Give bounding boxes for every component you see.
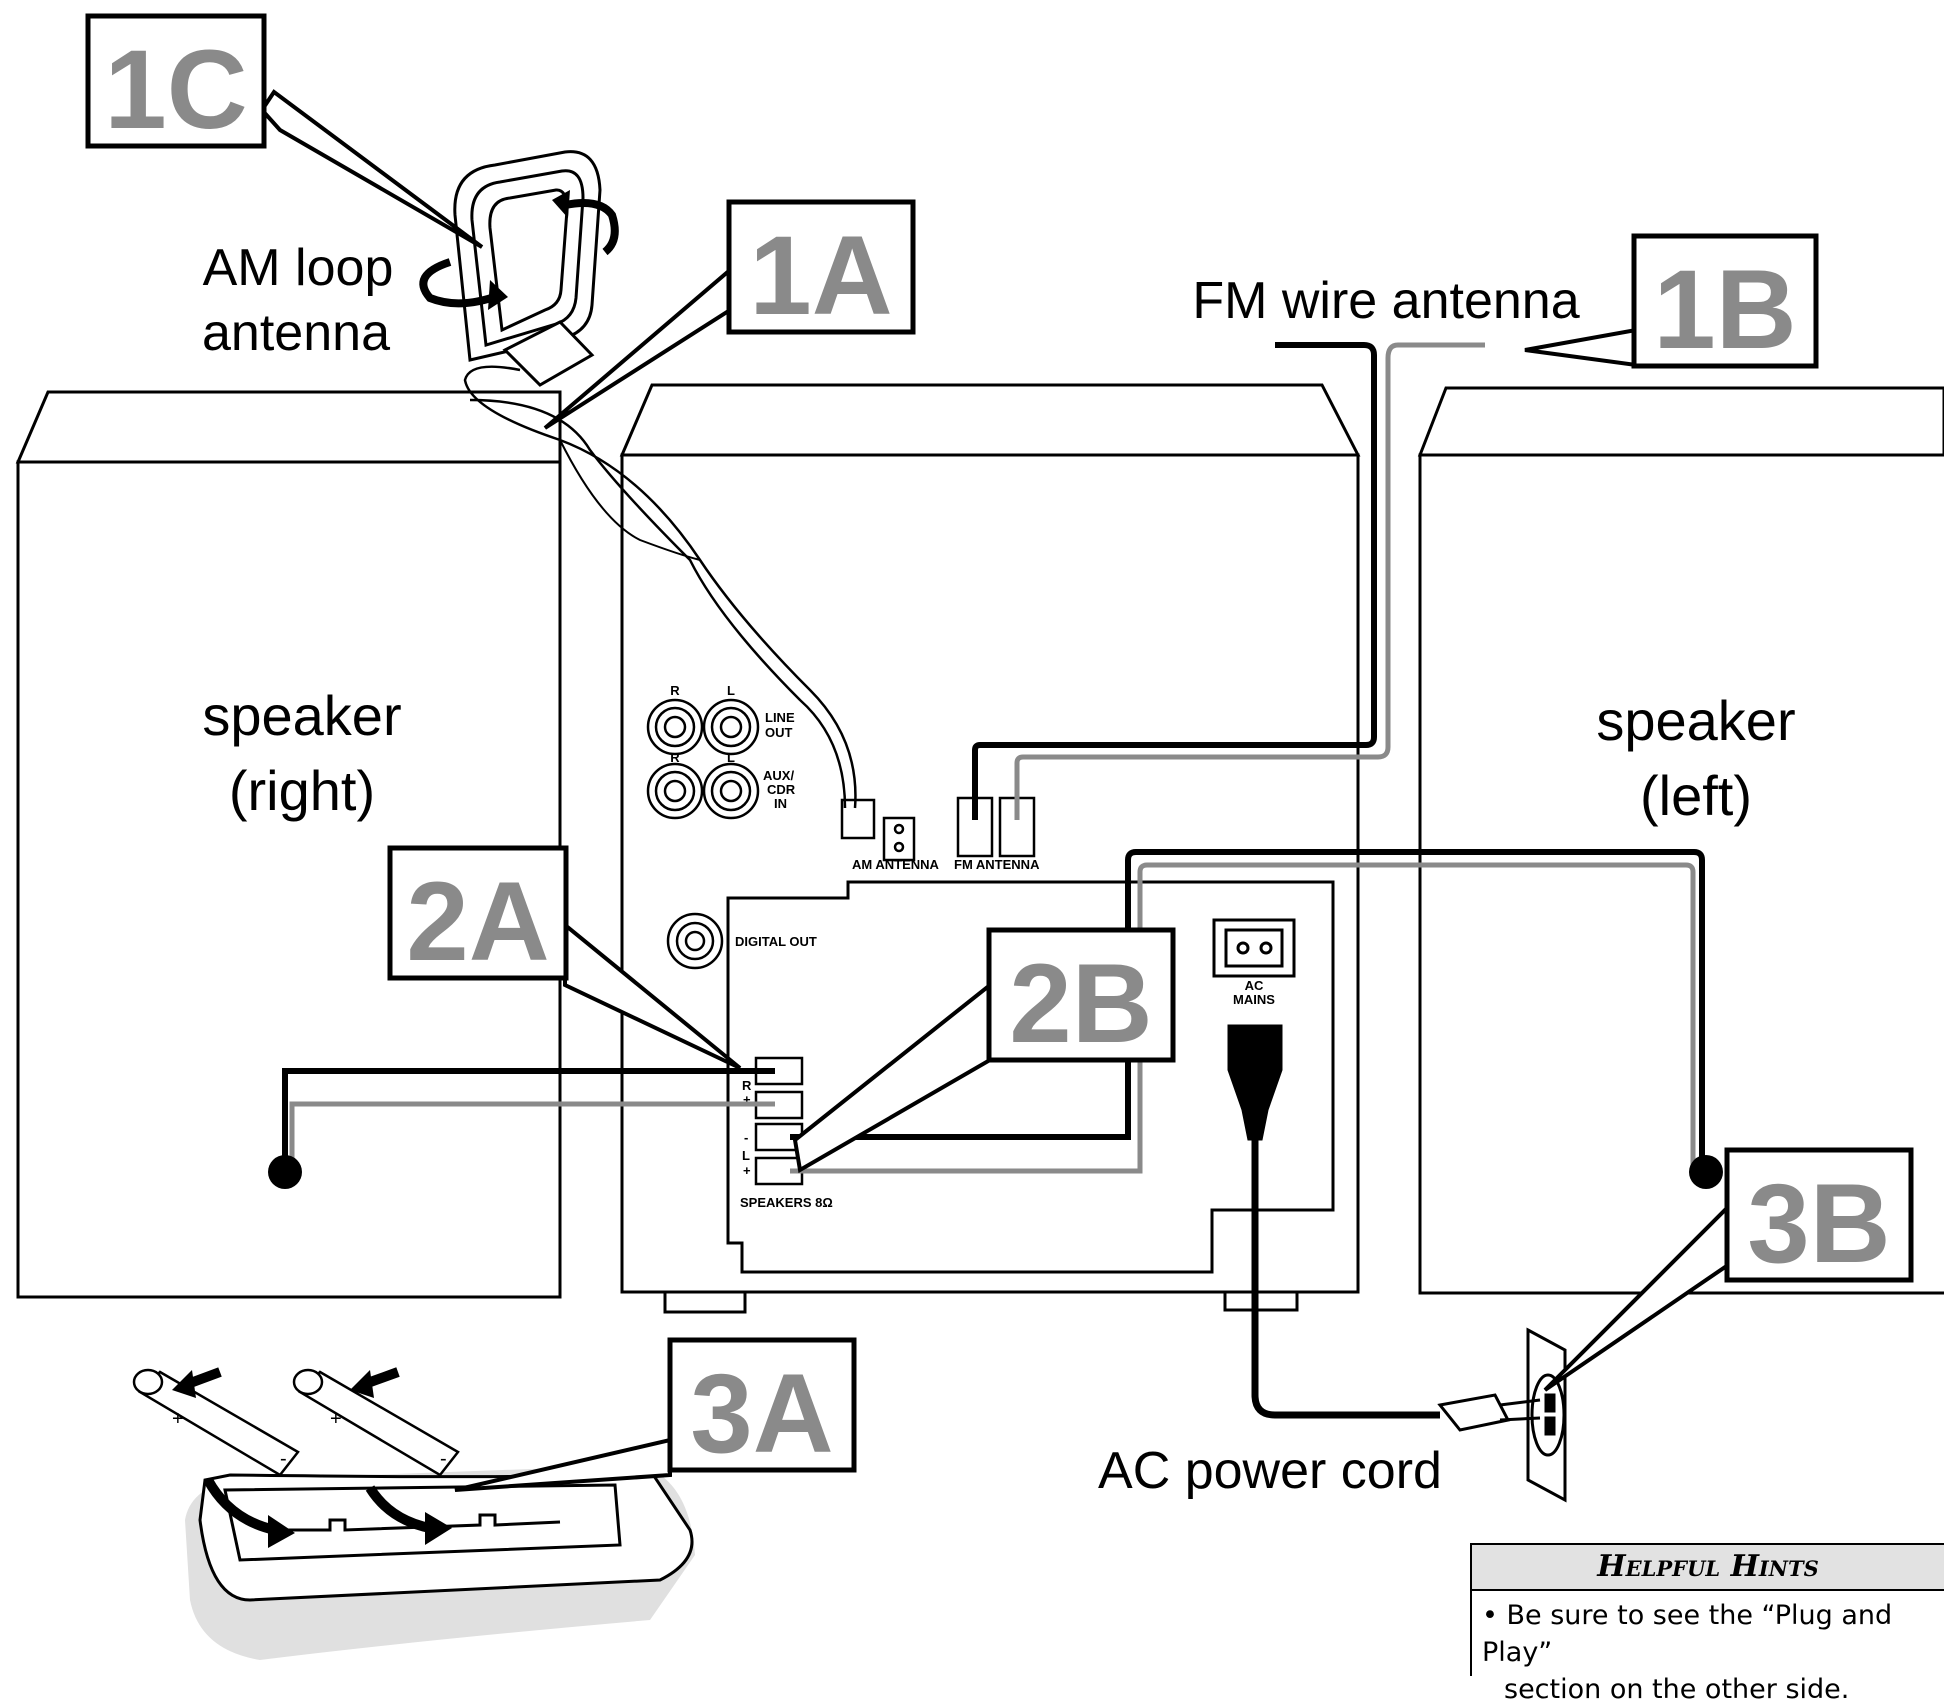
svg-text:+: + — [330, 1408, 342, 1430]
aux-label-2: CDR — [767, 782, 796, 797]
step-3b-box — [1724, 1147, 1914, 1283]
insert-arrow-1-icon — [203, 1477, 277, 1535]
am-antenna-terminal — [840, 798, 916, 862]
insert-arrow-2-icon — [365, 1485, 432, 1533]
digital-out-jack — [666, 912, 724, 970]
speaker-right-label-line1: speaker — [202, 684, 401, 747]
jack-label-l-mid: L — [727, 750, 735, 765]
am-loop-antenna — [453, 150, 602, 387]
battery-1: + - — [132, 1368, 300, 1477]
line-out-label-2: OUT — [765, 725, 793, 740]
right-speaker-wire-end — [268, 1155, 302, 1189]
helpful-hints-line1: • Be sure to see the “Plug and Play” — [1482, 1600, 1893, 1668]
step-1b-label: 1B — [1653, 247, 1796, 372]
spk-l: L — [742, 1148, 750, 1163]
rca-jacks — [646, 698, 760, 820]
ac-mains-label-1: AC — [1245, 978, 1264, 993]
step-1a-label: 1A — [749, 213, 892, 338]
digital-out-label: DIGITAL OUT — [735, 934, 817, 949]
spk-minus-l: - — [744, 1130, 748, 1145]
step-1c-box — [85, 13, 267, 149]
rotate-arrow-1-icon — [419, 258, 502, 308]
fm-antenna-label: FM ANTENNA — [954, 857, 1040, 872]
speaker-left-label-line1: speaker — [1596, 689, 1795, 752]
step-3a-label: 3A — [690, 1351, 833, 1476]
am-antenna-label: AM ANTENNA — [852, 857, 940, 872]
speaker-right-label-line2: (right) — [229, 759, 375, 822]
step-1c-pointer — [259, 89, 484, 249]
am-wire-1 — [463, 365, 857, 809]
remote-control — [185, 1465, 695, 1660]
battery-arrow-1-head — [172, 1370, 196, 1398]
battery-arrow-2-head — [350, 1370, 374, 1398]
left-speaker-wire-end — [1689, 1155, 1723, 1189]
spk-plus-l: + — [743, 1163, 751, 1178]
jack-label-r-top: R — [670, 683, 680, 698]
battery-2: + - — [292, 1368, 460, 1477]
aux-label-3: IN — [774, 796, 787, 811]
am-wire-3 — [559, 439, 701, 561]
step-1b-pointer — [1524, 327, 1638, 368]
step-2a-box — [387, 845, 569, 981]
speaker-terminals — [754, 1056, 804, 1186]
helpful-hints-box: Helpful Hints • Be sure to see the “Plug… — [1470, 1543, 1944, 1705]
step-3b-label: 3B — [1747, 1161, 1890, 1286]
helpful-hints-title: Helpful Hints — [1472, 1545, 1944, 1591]
ac-power-cord — [1251, 1140, 1440, 1419]
fm-wire-black — [972, 342, 1377, 820]
am-loop-label-line1: AM loop — [203, 239, 394, 297]
step-2a-label: 2A — [406, 859, 549, 984]
insert-arrow-1-head — [268, 1515, 295, 1548]
step-1b-box — [1631, 233, 1819, 369]
step-2b-label: 2B — [1009, 941, 1152, 1066]
right-speaker-wire-black — [282, 1068, 775, 1172]
left-speaker-wire-black — [790, 849, 1705, 1172]
am-loop-label-line2: antenna — [202, 304, 390, 362]
speaker-left-label-line2: (left) — [1640, 764, 1752, 827]
step-2b-box — [986, 927, 1176, 1063]
helpful-hints-line2: section on the other side. — [1504, 1674, 1850, 1705]
rotate-arrow-2-head — [552, 190, 570, 218]
spk-plus-r: + — [743, 1092, 751, 1107]
line-out-label-1: LINE — [765, 710, 795, 725]
speakers-label: SPEAKERS 8Ω — [740, 1195, 833, 1210]
spk-r: R — [742, 1078, 752, 1093]
ac-mains-label-2: MAINS — [1233, 992, 1275, 1007]
fm-wire-label: FM wire antenna — [1192, 272, 1579, 330]
aux-label-1: AUX/ — [763, 768, 794, 783]
helpful-hints-body: • Be sure to see the “Plug and Play” sec… — [1472, 1591, 1944, 1708]
left-speaker-wire-gray — [790, 862, 1696, 1174]
svg-text:-: - — [280, 1448, 287, 1470]
svg-text:-: - — [440, 1448, 447, 1470]
step-3a-box — [667, 1337, 857, 1473]
connector-panel — [726, 880, 1335, 1274]
ac-power-plug — [1227, 1024, 1283, 1141]
step-1c-label: 1C — [104, 27, 247, 152]
rotate-arrow-2-icon — [564, 199, 619, 256]
jack-label-r-mid: R — [670, 750, 680, 765]
jack-label-l-top: L — [727, 683, 735, 698]
fm-wire-gray — [1014, 342, 1485, 820]
step-1a-box — [726, 199, 916, 335]
ac-cord-label: AC power cord — [1098, 1442, 1442, 1500]
am-wire-2 — [469, 398, 847, 809]
rotate-arrow-1-head — [488, 280, 508, 310]
insert-arrow-2-head — [425, 1512, 452, 1545]
right-speaker-wire-gray — [289, 1101, 775, 1172]
svg-text:+: + — [172, 1408, 184, 1430]
wall-outlet — [1437, 1327, 1567, 1503]
ac-mains-socket — [1212, 918, 1296, 978]
